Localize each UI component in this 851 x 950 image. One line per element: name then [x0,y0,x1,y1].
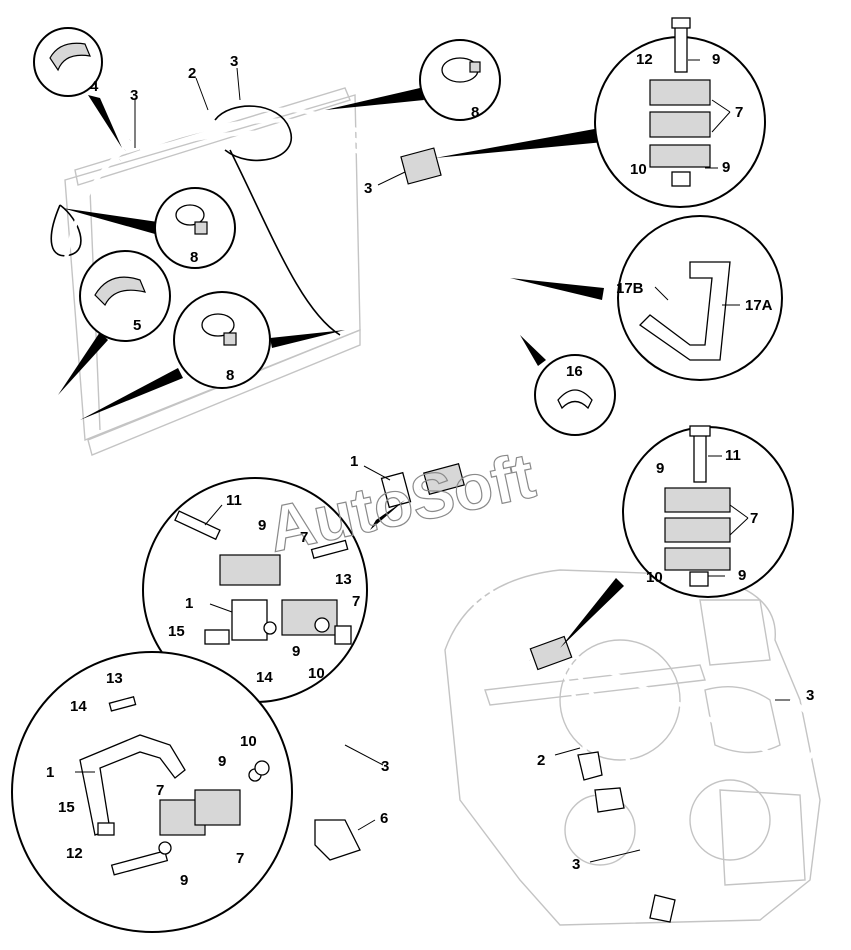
callout-label: 9 [738,567,746,584]
leader-lines [75,59,790,863]
callout-label: 17A [745,297,773,314]
callout-label: 7 [300,529,308,546]
hose-bundle [50,105,818,907]
callout-label: 3 [381,758,389,775]
callout-label: 6 [380,810,388,827]
callout-label: 2 [537,752,545,769]
callout-label: 12 [66,845,83,862]
callout-label: 9 [258,517,266,534]
detail-circle-8-left-b [173,291,271,389]
callout-label: 3 [130,87,138,104]
callout-label: 8 [190,249,198,266]
callout-label: 3 [572,856,580,873]
watermark-text: AutoSoft [262,439,541,566]
callout-label: 3 [364,180,372,197]
detail-circle-4 [33,27,103,97]
clamp-blocks [314,147,676,923]
callout-label: 11 [226,492,242,509]
callout-label: 11 [725,447,741,464]
callout-label: 9 [656,460,664,477]
callout-label: 15 [168,623,185,640]
callout-label: 7 [236,850,244,867]
callout-label: 7 [352,593,360,610]
callout-label: 7 [750,510,758,527]
callout-label: 2 [188,65,196,82]
detail-circle-clamp-assembly [142,477,368,703]
callout-label: 4 [90,78,99,95]
detail-circle-8-top [419,39,501,121]
callout-label: 10 [308,665,325,682]
callout-label: 9 [712,51,720,68]
callout-label: 10 [646,569,663,586]
detail-circle-8-left-a [154,187,236,269]
callout-label: 14 [256,669,273,686]
callout-label: 10 [240,733,257,750]
callout-label: 7 [735,104,743,121]
callout-label: 10 [630,161,647,178]
callout-label: 9 [180,872,188,889]
callout-label: 13 [335,571,352,588]
detail-circle-7-top [594,17,766,208]
callout-label: 9 [292,643,300,660]
detail-circle-16 [534,354,616,436]
callout-label: 17B [616,280,644,297]
callout-label: 3 [806,687,814,704]
callout-label: 8 [226,367,234,384]
callout-label: 14 [70,698,87,715]
callout-label: 1 [185,595,193,612]
callout-label: 1 [350,453,358,470]
callout-label: 8 [471,104,479,121]
callout-label: 13 [106,670,123,687]
callout-label: 5 [133,317,141,334]
callout-label: 1 [46,764,54,781]
callout-label: 12 [636,51,653,68]
callout-labels: 4 3 2 3 8 3 8 5 8 12 9 7 10 9 17B 17A 16… [46,51,814,889]
callout-label: 9 [722,159,730,176]
callout-wedges [58,88,624,648]
detail-circle-7-right [622,425,794,598]
callout-label: 7 [156,782,164,799]
callout-label: 16 [566,363,583,380]
detail-circle-17 [617,215,783,381]
detail-circle-5 [79,250,171,342]
callout-label: 9 [218,753,226,770]
detail-circle-bracket-assembly [11,651,293,933]
callout-label: 15 [58,799,75,816]
callout-label: 3 [230,53,238,70]
